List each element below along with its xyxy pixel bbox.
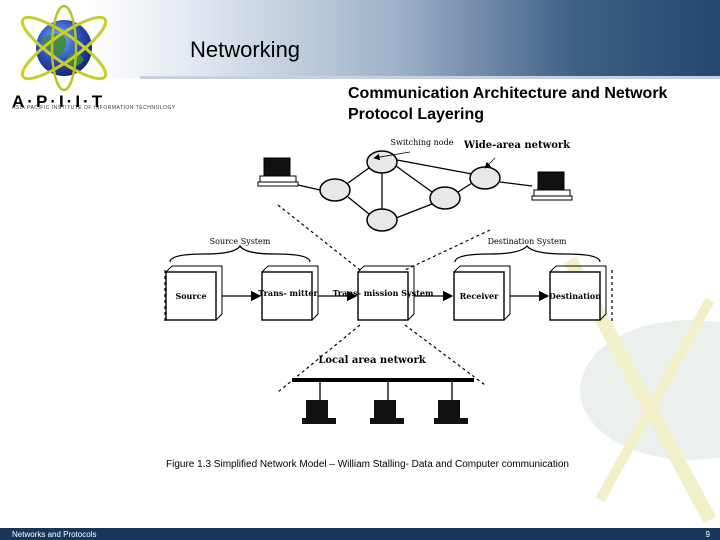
header-divider [140,76,720,79]
transmission-system-label: Trans- mission System [333,288,434,298]
slide-title: Networking [190,37,301,62]
transmitter-box [261,271,313,321]
computer-icon [302,400,336,424]
source-label: Source [175,291,206,301]
switching-node-3 [429,186,461,210]
page-number: 9 [705,530,710,539]
transmission-system-box [357,271,409,321]
figure-caption: Figure 1.3 Simplified Network Model – Wi… [166,459,569,470]
lan-bus [292,378,474,382]
destination-label: Destination [549,291,601,301]
computer-icon [257,157,299,187]
receiver-label: Receiver [460,291,499,301]
switching-node-2 [319,178,351,202]
destination-system-label: Destination System [488,237,567,246]
network-model-diagram: Switching node Wide-area network Source … [164,138,613,424]
source-box [165,271,217,321]
footer-course-title: Networks and Protocols [12,530,97,539]
slide-subtitle: Communication Architecture and Network P… [348,85,668,123]
receiver-box [453,271,505,321]
logo-brand-text: A·P·I·I·T [12,92,106,111]
switching-node-1 [366,150,398,174]
background-atom-watermark [563,256,720,524]
switching-node-5 [469,166,501,190]
footer-bar [0,528,720,540]
local-area-network-label: Local area network [318,355,426,366]
transmitter-label: Trans- mitter [258,288,318,298]
computer-icon [370,400,404,424]
computer-icon [531,171,573,201]
switching-node-4 [366,208,398,232]
header-band [0,0,720,78]
logo-tagline: ASIA PACIFIC INSTITUTE OF INFORMATION TE… [12,105,176,111]
source-system-label: Source System [210,237,271,246]
apiit-logo-icon [20,4,108,92]
switching-node-label: Switching node [391,138,454,147]
computer-icon [434,400,468,424]
destination-box [549,271,601,321]
wide-area-network-label: Wide-area network [463,140,571,151]
